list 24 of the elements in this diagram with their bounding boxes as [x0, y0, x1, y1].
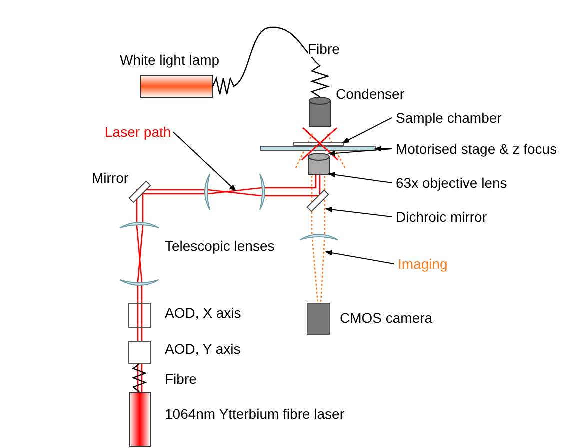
leader-line [328, 172, 392, 184]
leader-line [328, 148, 392, 156]
part-label: CMOS camera [340, 310, 433, 326]
part-label: AOD, Y axis [165, 341, 241, 357]
edge-label: Fibre [165, 371, 197, 387]
fibre-cable [212, 26, 330, 98]
part-label: 1064nm Ytterbium fibre laser [165, 406, 344, 422]
part-label: White light lamp [120, 52, 220, 68]
callout-label: Motorised stage & z focus [396, 141, 558, 157]
leader-line [342, 118, 392, 144]
callout-label: Sample chamber [396, 110, 502, 126]
callout-label: 63x objective lens [396, 175, 508, 191]
callout-label: Laser path [105, 124, 172, 140]
callout-label: Imaging [398, 256, 448, 272]
part-label: AOD, X axis [165, 305, 242, 321]
part-label: Condenser [336, 86, 404, 102]
callout-label: Dichroic mirror [396, 209, 487, 225]
leader-line [325, 250, 394, 264]
leader-line [172, 132, 236, 192]
part-label: Telescopic lenses [165, 238, 275, 254]
part-label: Mirror [92, 170, 129, 186]
edge-label: Fibre [308, 41, 340, 57]
fibre-cable [132, 364, 148, 392]
leader-line [325, 206, 392, 218]
